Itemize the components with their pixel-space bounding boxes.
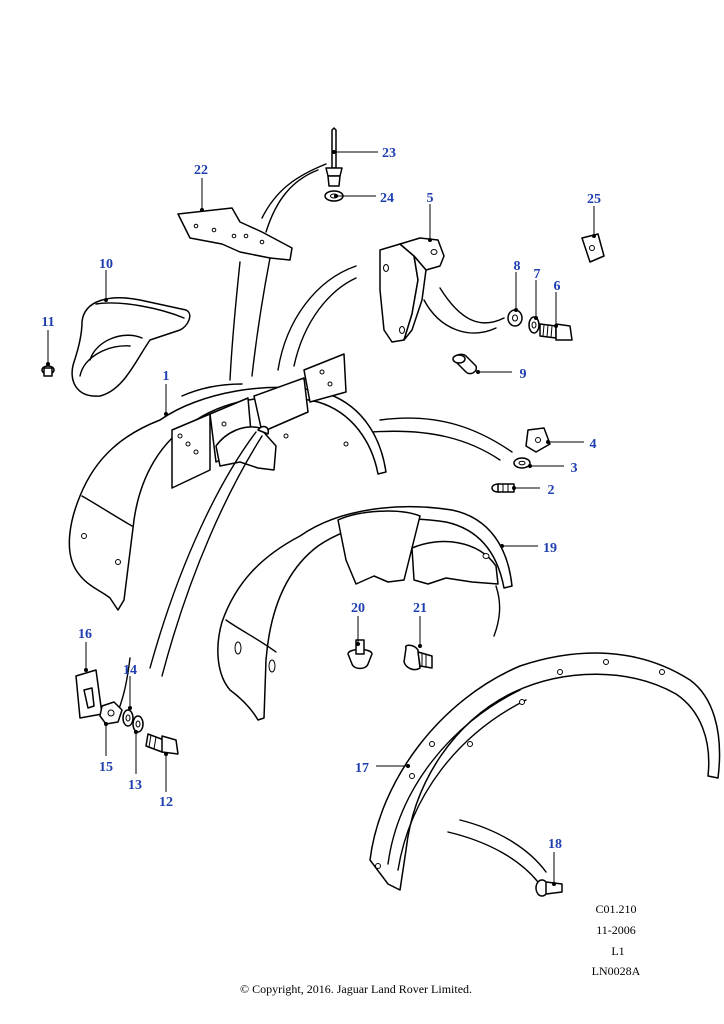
part-7-washer	[528, 316, 540, 334]
part-18-fastener	[535, 879, 563, 897]
reference-code: C01.210	[595, 902, 636, 916]
callout-20: 20	[351, 601, 365, 616]
callout-19: 19	[543, 541, 557, 556]
callout-14: 14	[123, 663, 137, 678]
reference-level: L1	[611, 944, 624, 958]
part-23-rivet	[325, 127, 343, 187]
part-2-screw	[491, 483, 515, 493]
part-10-shield	[71, 297, 191, 397]
callout-17: 17	[355, 761, 369, 776]
callout-1: 1	[163, 369, 170, 384]
part-14-washer	[122, 709, 134, 727]
part-4-clip-nut	[525, 427, 551, 453]
part-16-clip-plate	[75, 669, 103, 719]
callout-10: 10	[99, 257, 113, 272]
assembly-lines-upper	[229, 163, 513, 461]
part-25-clip-nut	[581, 233, 605, 263]
callout-15: 15	[99, 760, 113, 775]
callout-9: 9	[520, 367, 527, 382]
part-20-push-clip	[347, 639, 373, 670]
leader-lines	[46, 150, 596, 886]
callout-16: 16	[78, 627, 92, 642]
reference-date: 11-2006	[596, 923, 636, 937]
callout-13: 13	[128, 778, 142, 793]
callout-21: 21	[413, 601, 427, 616]
callout-6: 6	[554, 279, 561, 294]
part-22-bracket-plate	[177, 207, 293, 261]
callout-8: 8	[514, 259, 521, 274]
part-15-nut	[99, 701, 123, 725]
part-6-bolt	[539, 323, 573, 341]
illustration-number: LN0028A	[592, 964, 641, 978]
part-12-bolt	[145, 733, 179, 755]
callout-3: 3	[571, 461, 578, 476]
callout-25: 25	[587, 192, 601, 207]
part-1-wheelarch-liner	[68, 353, 387, 611]
part-9-bush	[452, 353, 478, 375]
reference-block: C01.210 11-2006 L1 LN0028A	[592, 902, 641, 978]
copyright-notice: © Copyright, 2016. Jaguar Land Rover Lim…	[240, 982, 472, 996]
part-8-washer	[507, 309, 523, 327]
part-5-bracket	[379, 237, 445, 343]
part-13-washer	[132, 715, 144, 733]
callout-23: 23	[382, 146, 396, 161]
callout-11: 11	[41, 315, 54, 330]
callout-5: 5	[427, 191, 434, 206]
callout-4: 4	[590, 437, 597, 452]
callout-22: 22	[194, 163, 208, 178]
callout-7: 7	[534, 267, 541, 282]
assembly-lines-lower	[117, 431, 547, 883]
callout-labels: 1 2 3 4 5 6 7 8 9 10 11 12 13 14 15 16 1…	[41, 146, 601, 852]
callout-12: 12	[159, 795, 173, 810]
callout-24: 24	[380, 191, 394, 206]
part-17-arch-extension	[369, 652, 721, 891]
part-19-wheelarch-liner	[217, 506, 513, 721]
callout-18: 18	[548, 837, 562, 852]
part-11-screw	[41, 365, 55, 377]
callout-2: 2	[548, 483, 555, 498]
part-21-screw	[403, 644, 433, 671]
part-3-washer	[513, 457, 531, 469]
